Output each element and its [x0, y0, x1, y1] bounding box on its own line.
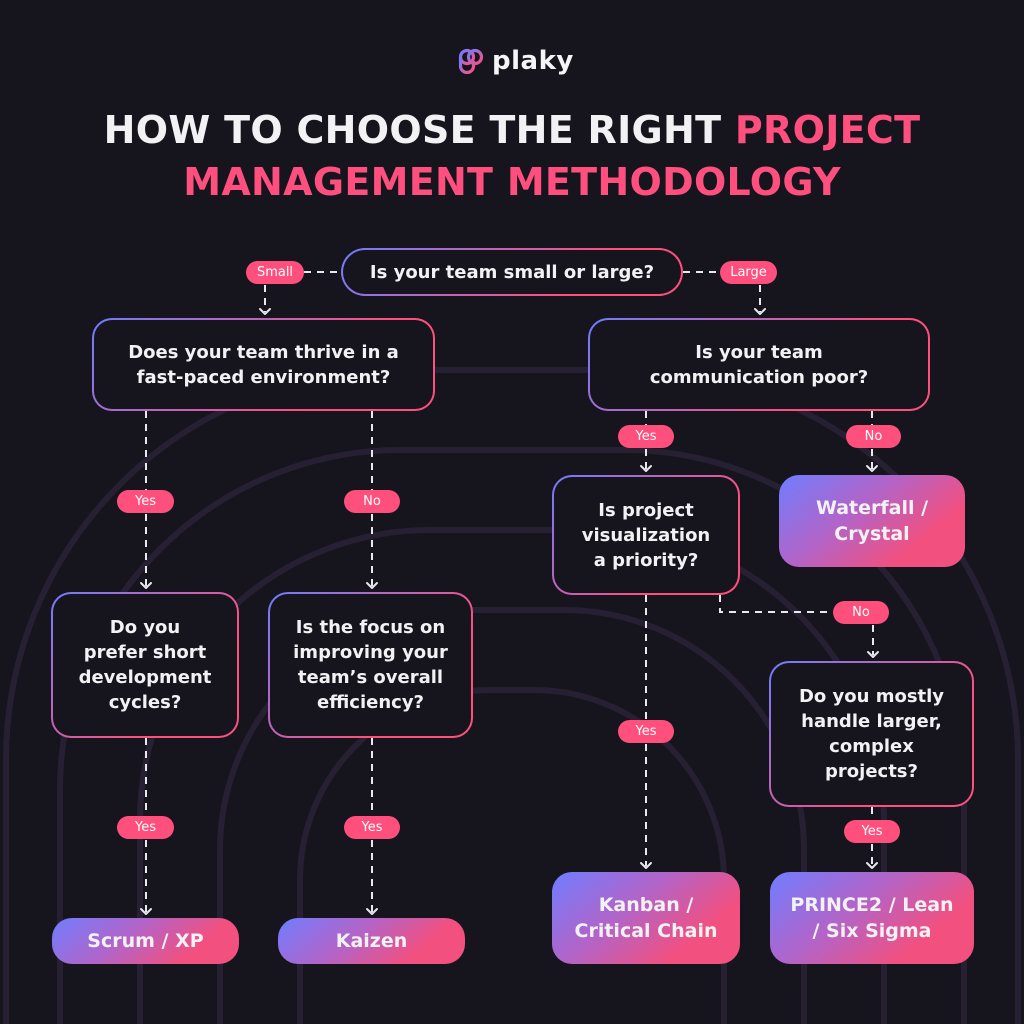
label-no: No	[344, 490, 400, 513]
background-arc	[217, 607, 807, 1024]
result-kaizen: Kaizen	[278, 918, 465, 964]
page-title: HOW TO CHOOSE THE RIGHT PROJECT MANAGEME…	[0, 104, 1024, 208]
question-short-cycles: Do you prefer short development cycles?	[51, 592, 239, 738]
question-fast-paced: Does your team thrive in a fast-paced en…	[92, 318, 435, 411]
background-arc	[3, 367, 1021, 1024]
plaky-logo-icon	[458, 48, 484, 74]
label-yes: Yes	[117, 490, 174, 513]
plaky-logo: plaky	[458, 46, 574, 76]
label-large: Large	[720, 261, 777, 284]
label-no: No	[846, 425, 901, 448]
question-team-size: Is your team small or large?	[341, 248, 683, 296]
question-visualization: Is project visualization a priority?	[552, 475, 740, 595]
result-prince2-lean-six-sigma: PRINCE2 / Lean / Six Sigma	[770, 872, 974, 964]
question-communication: Is your team communication poor?	[588, 318, 930, 411]
result-kanban-critical-chain: Kanban / Critical Chain	[552, 872, 740, 964]
label-yes: Yes	[117, 816, 174, 839]
label-no: No	[833, 601, 889, 624]
question-efficiency: Is the focus on improving your team’s ov…	[268, 592, 473, 738]
question-complex-projects: Do you mostly handle larger, complex pro…	[769, 661, 974, 807]
result-waterfall-crystal: Waterfall / Crystal	[779, 475, 965, 567]
label-yes: Yes	[618, 720, 674, 743]
title-line2: MANAGEMENT METHODOLOGY	[183, 160, 841, 204]
background-arc	[297, 687, 727, 1024]
brand-name: plaky	[492, 46, 574, 76]
title-part2: PROJECT	[734, 108, 921, 152]
label-yes: Yes	[618, 425, 674, 448]
label-yes: Yes	[344, 816, 400, 839]
title-part1: HOW TO CHOOSE THE RIGHT	[103, 108, 735, 152]
result-scrum-xp: Scrum / XP	[52, 918, 239, 964]
label-yes: Yes	[844, 820, 900, 843]
label-small: Small	[246, 261, 304, 284]
